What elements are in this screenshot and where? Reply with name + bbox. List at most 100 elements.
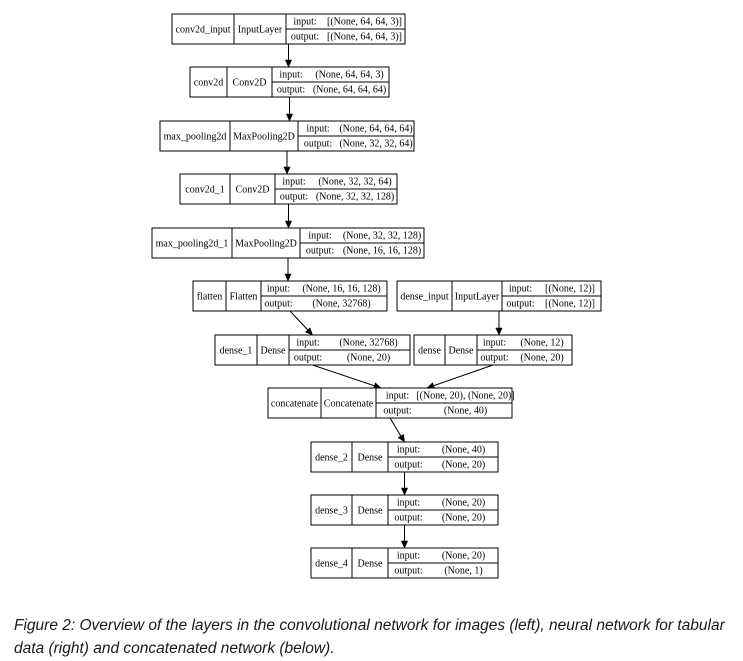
input-label: input: (483, 338, 506, 349)
layer-name: max_pooling2d (164, 132, 227, 143)
edge-dense-to-concatenate (426, 364, 494, 389)
input-shape: (None, 40) (442, 445, 485, 456)
arrowhead (285, 113, 294, 122)
output-shape: (None, 20) (347, 353, 390, 364)
input-label: input: (306, 124, 329, 135)
output-shape: (None, 20) (520, 353, 563, 364)
input-shape: (None, 20) (442, 551, 485, 562)
layer-type: Dense (358, 559, 384, 570)
layer-name: conv2d_input (176, 25, 231, 36)
output-shape: [(None, 64, 64, 3)] (327, 32, 402, 43)
layer-name: max_pooling2d_1 (156, 239, 229, 250)
input-shape: (None, 64, 64, 3) (315, 70, 383, 81)
layer-name: flatten (197, 292, 223, 303)
input-shape: (None, 12) (520, 338, 563, 349)
output-label: output: (480, 353, 508, 364)
layer-node-dense-4: dense_4 Dense input: output: (None, 20) (None… (310, 547, 499, 579)
layer-type: InputLayer (455, 292, 500, 303)
output-label: output: (506, 299, 534, 310)
layer-type: Conv2D (236, 185, 270, 196)
input-shape: [(None, 20), (None, 20)] (416, 391, 514, 402)
input-shape: (None, 20) (442, 498, 485, 509)
layer-node-dense-1: dense_1 Dense input: output: (None, 32768) (N… (214, 334, 411, 366)
arrowhead (304, 327, 313, 336)
output-shape: (None, 64, 64, 64) (313, 85, 386, 96)
input-label: input: (293, 17, 316, 28)
arrowhead (495, 327, 503, 336)
output-label: output: (294, 353, 322, 364)
input-shape: [(None, 64, 64, 3)] (327, 17, 402, 28)
output-label: output: (394, 460, 422, 471)
output-shape: (None, 40) (444, 406, 487, 417)
arrowhead (400, 487, 409, 496)
arrowhead (284, 273, 292, 282)
output-label: output: (394, 513, 422, 524)
arrowhead (400, 540, 409, 549)
output-shape: [(None, 12)] (545, 299, 595, 310)
arrowhead (284, 59, 293, 68)
input-label: input: (282, 177, 305, 188)
input-shape: (None, 32, 32, 128) (343, 231, 421, 242)
layer-name: concatenate (271, 399, 319, 410)
input-shape: (None, 64, 64, 64) (339, 124, 412, 135)
input-shape: (None, 16, 16, 128) (302, 284, 380, 295)
layer-node-conv2d: conv2d Conv2D input: output: (None, 64, 64, … (189, 66, 390, 98)
layer-node-conv2d-input: conv2d_input InputLayer input: output: [(Non… (171, 13, 406, 45)
input-label: input: (296, 338, 319, 349)
input-shape: (None, 32, 32, 64) (318, 177, 391, 188)
layer-type: InputLayer (238, 25, 283, 36)
layer-type: Conv2D (233, 78, 267, 89)
output-label: output: (394, 566, 422, 577)
layer-node-max-pooling2d: max_pooling2d MaxPooling2D input: output: (N… (159, 120, 415, 152)
output-label: output: (291, 32, 319, 43)
layer-type: MaxPooling2D (233, 132, 295, 143)
layer-type: Dense (261, 346, 287, 357)
layer-node-concatenate: concatenate Concatenate input: output: [(Non… (267, 387, 515, 419)
layer-node-conv2d-1: conv2d_1 Conv2D input: output: (None, 32, 32… (179, 173, 398, 205)
layer-name: dense (418, 346, 441, 357)
input-shape: [(None, 12)] (545, 284, 595, 295)
layer-name: conv2d (194, 78, 223, 89)
output-shape: (None, 32, 32, 128) (316, 192, 394, 203)
input-label: input: (386, 391, 409, 402)
arrowhead (284, 220, 293, 229)
input-label: input: (509, 284, 532, 295)
output-label: output: (304, 139, 332, 150)
arrowhead (397, 433, 405, 443)
edges-layer (283, 44, 503, 549)
layer-type: Flatten (230, 292, 258, 303)
output-label: output: (383, 406, 411, 417)
input-label: input: (397, 551, 420, 562)
layer-name: dense_2 (315, 453, 348, 464)
input-label: input: (308, 231, 331, 242)
layer-name: dense_4 (315, 559, 348, 570)
output-shape: (None, 1) (444, 566, 482, 577)
layer-node-dense-2: dense_2 Dense input: output: (None, 40) (None… (310, 441, 499, 473)
arrowhead (283, 166, 291, 175)
input-label: input: (397, 445, 420, 456)
layer-name: dense_3 (315, 506, 348, 517)
layer-name: dense_1 (220, 346, 253, 357)
figure-caption: Figure 2: Overview of the layers in the … (14, 617, 725, 657)
output-label: output: (306, 246, 334, 257)
layer-name: conv2d_1 (185, 185, 224, 196)
output-label: output: (280, 192, 308, 203)
input-label: input: (279, 70, 302, 81)
layer-name: dense_input (400, 292, 449, 303)
layer-node-max-pooling2d-1: max_pooling2d_1 MaxPooling2D input: output:… (151, 227, 425, 259)
output-label: output: (277, 85, 305, 96)
layer-type: Dense (358, 453, 384, 464)
output-shape: (None, 20) (442, 513, 485, 524)
output-shape: (None, 20) (442, 460, 485, 471)
output-shape: (None, 32768) (312, 299, 370, 310)
layer-node-dense-input: dense_input InputLayer input: output: [(None… (396, 280, 602, 312)
input-shape: (None, 32768) (339, 338, 397, 349)
output-shape: (None, 16, 16, 128) (343, 246, 421, 257)
layer-type: MaxPooling2D (235, 239, 297, 250)
input-label: input: (267, 284, 290, 295)
input-label: input: (397, 498, 420, 509)
layer-type: Concatenate (324, 399, 374, 410)
